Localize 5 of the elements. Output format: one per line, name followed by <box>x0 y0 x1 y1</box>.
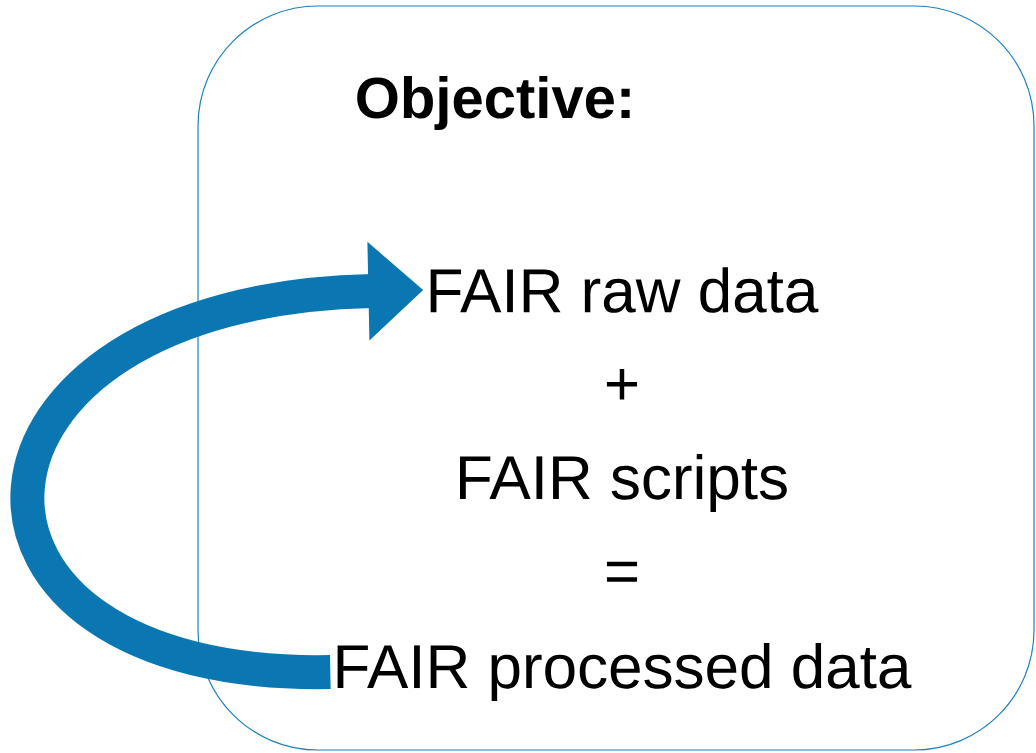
formula-line: FAIR processed data <box>337 643 912 701</box>
formula-line: FAIR raw data <box>430 267 819 313</box>
formula-line: FAIR scripts <box>460 454 787 512</box>
formula-line: = <box>606 561 638 582</box>
formula-line: + <box>606 369 638 400</box>
